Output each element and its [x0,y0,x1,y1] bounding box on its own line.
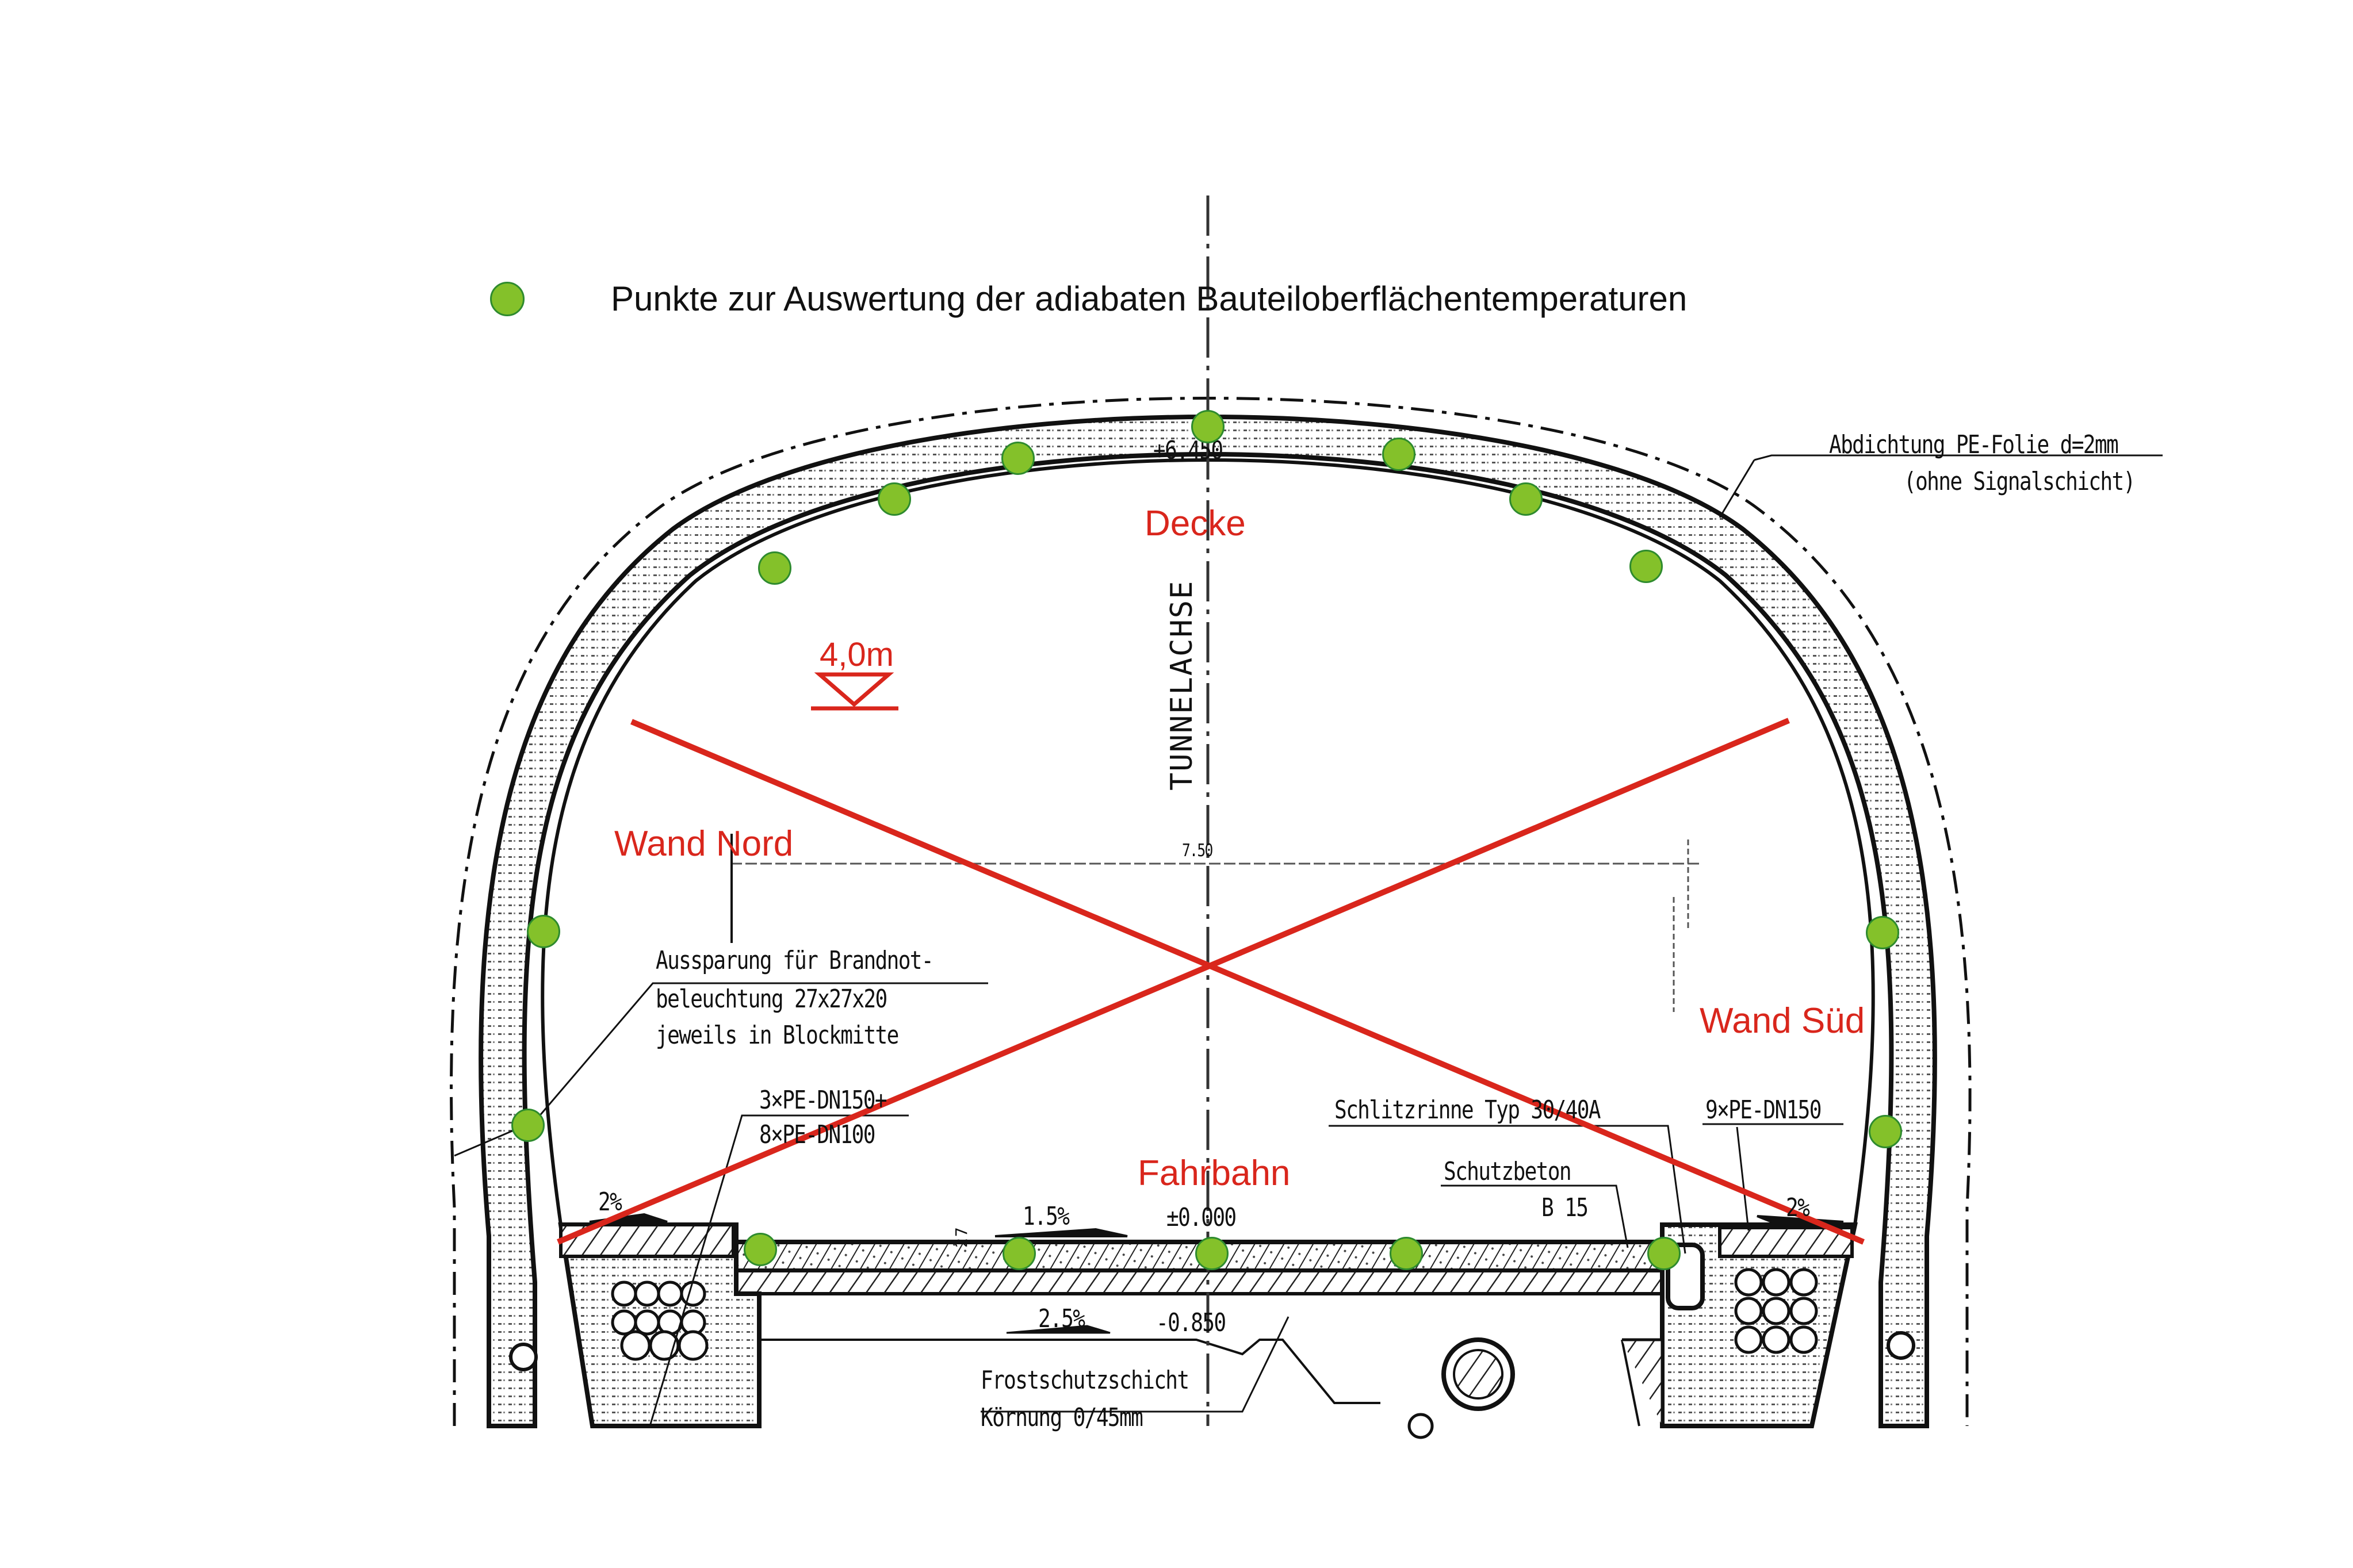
protective-concrete-leader [1441,1184,1629,1248]
slope-road-label: 1.5% [1023,1202,1070,1231]
slot-drain-label: Schlitzrinne Typ 30/40A [1334,1095,1601,1125]
width-dimension: 7.50 [1182,841,1213,861]
evaluation-point-icon [1382,438,1415,471]
legend-text: Punkte zur Auswertung der adiabaten Baut… [611,279,1688,318]
legend: Punkte zur Auswertung der adiabaten Baut… [490,279,1687,319]
water-level-symbol [811,672,898,711]
tunnel-axis-label: TUNNELACHSE [1165,580,1199,791]
evaluation-point-icon [1001,442,1035,475]
protective-concrete-line1: Schutzbeton [1444,1157,1572,1186]
right-footway-slab [1718,1226,1854,1258]
left-conduit-bundle [611,1281,709,1361]
red-diagonal-nord [630,719,1865,1245]
evaluation-point-icon [1866,916,1899,949]
slope-arrow-road [994,1228,1128,1237]
evaluation-point-icon [511,1109,545,1142]
subgrade-line [759,1339,1640,1427]
right-drain-pipe [1887,1331,1915,1360]
recess-line3: jeweils in Blockmitte [656,1021,899,1050]
slot-drain-leader [1329,1125,1686,1254]
frost-leader [981,1316,1290,1413]
slope-arrow-right [1757,1215,1844,1223]
recess-line1: Aussparung für Brandnot- [656,946,934,975]
conduits-right-label: 9×PE-DN150 [1705,1095,1822,1125]
recess-leader [454,982,988,1157]
frost-line2: Körnung 0/45mm [981,1403,1143,1432]
evaluation-point-icon [758,551,791,585]
dim-27: 27 [952,1226,971,1248]
slope-sub-label: 2.5% [1038,1304,1085,1333]
evaluation-point-icon [1003,1237,1036,1270]
zone-label-wand-sued: Wand Süd [1700,1001,1865,1041]
recess-line2: beleuchtung 27x27x20 [656,984,887,1014]
evaluation-point-icon [1647,1237,1681,1270]
slope-left-label: 2% [598,1187,622,1217]
waterproofing-line2: (ohne Signalschicht) [1904,467,2136,496]
protective-concrete-line2: B 15 [1541,1193,1589,1222]
frost-line1: Frostschutzschicht [981,1366,1189,1395]
road-elevation: ±0.000 [1166,1203,1237,1232]
evaluation-point-icon [744,1233,777,1266]
conduits-left-line1: 3×PE-DN150+ [759,1086,887,1115]
right-conduit-bundle [1734,1268,1818,1354]
evaluation-point-icon [1390,1237,1423,1270]
evaluation-point-icon [527,915,560,948]
lining-ring [479,415,1937,1428]
waterproofing-line1: Abdichtung PE-Folie d=2mm [1829,430,2119,459]
red-diagonal-sued [557,718,1790,1245]
left-drain-pipe [509,1343,538,1371]
evaluation-point-icon [1629,550,1663,583]
slope-right-label: 2% [1786,1193,1810,1222]
zone-label-wand-nord: Wand Nord [614,824,794,864]
evaluation-point-icon [1195,1237,1229,1270]
waterproofing-leader [1719,454,2163,518]
sub-elevation: -0.850 [1156,1308,1226,1337]
evaluation-point-icon [1869,1115,1902,1148]
zone-label-decke: Decke [1145,504,1246,543]
slope-arrow-sub [1006,1325,1111,1334]
zone-label-fahrbahn: Fahrbahn [1138,1153,1291,1193]
evaluation-point-icon [1509,482,1543,516]
evaluation-point-icon [878,482,911,516]
legend-point-marker-icon [490,281,525,316]
evaluation-point-icon [1191,410,1225,443]
water-level-label: 4,0m [820,636,894,673]
conduits-right-leader [1702,1123,1843,1231]
conduits-left-line2: 8×PE-DN100 [759,1120,875,1149]
